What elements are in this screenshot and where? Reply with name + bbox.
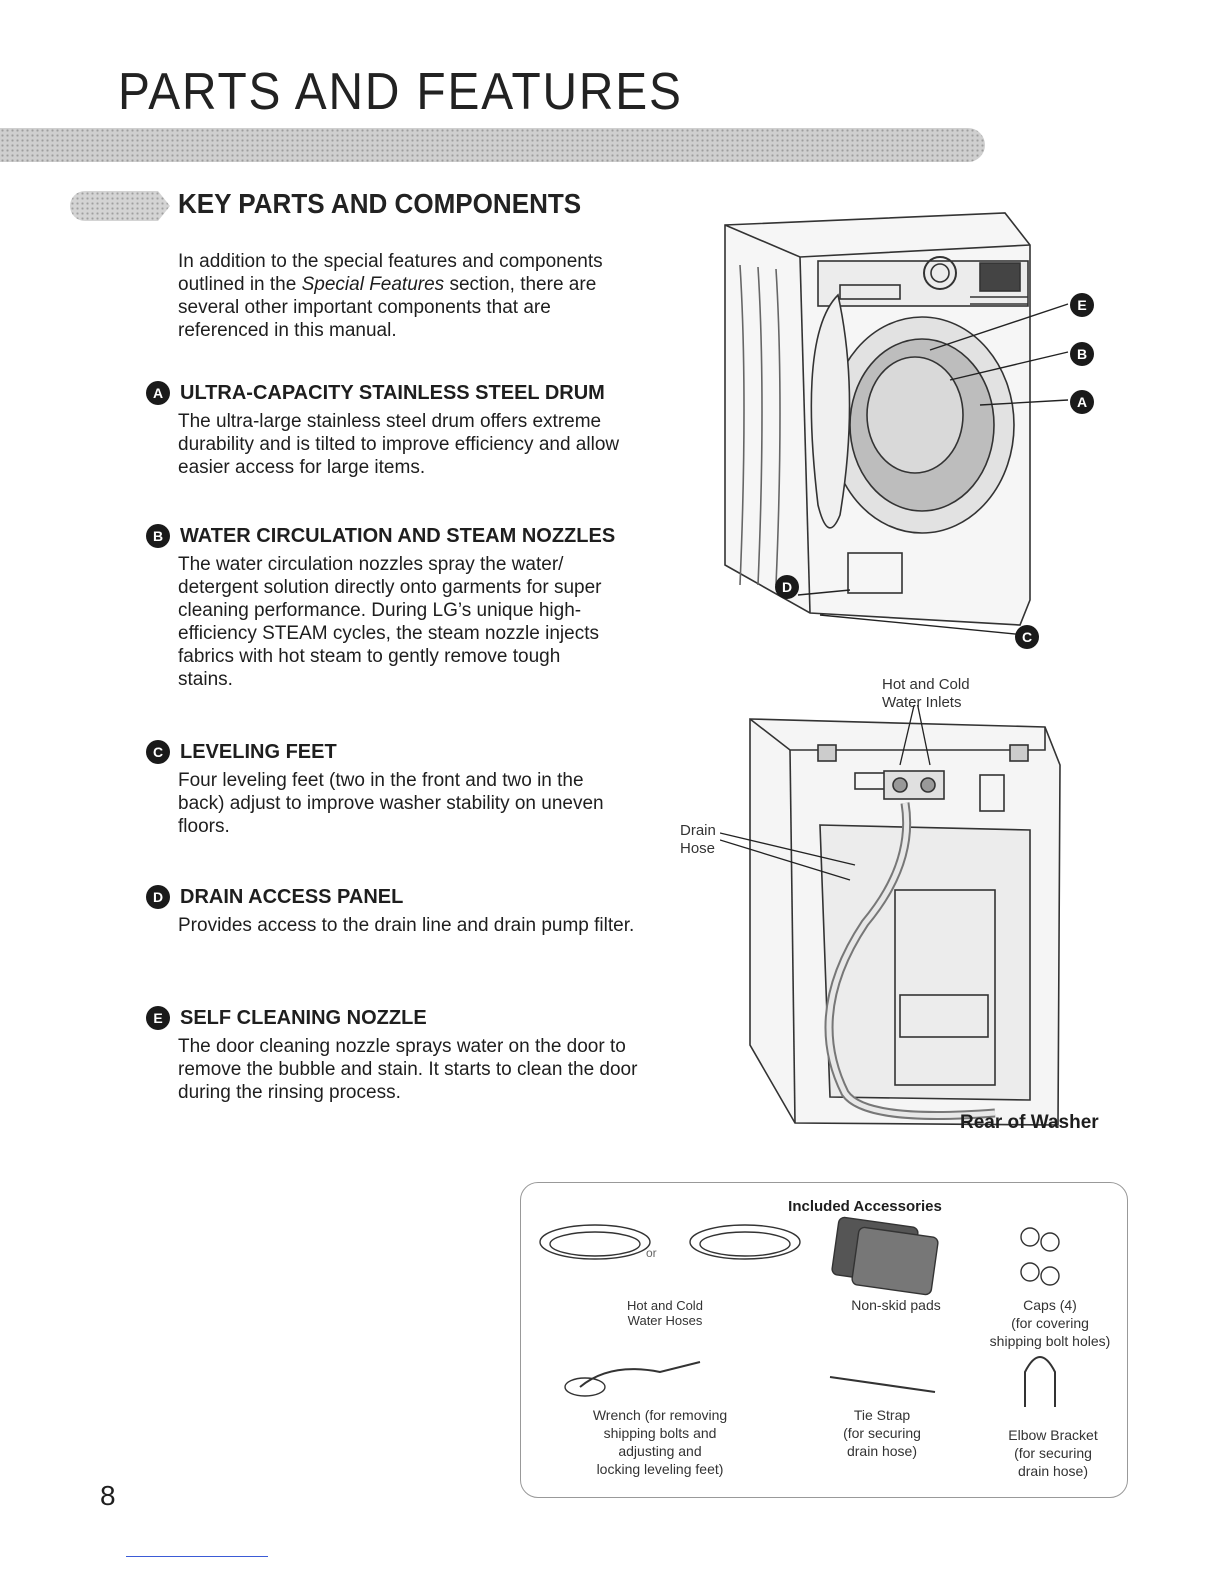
callout-a-icon: A <box>1070 390 1094 414</box>
label-line: drain hose) <box>846 1443 918 1459</box>
wrench-label: Wrench (for removing shipping bolts and … <box>570 1406 750 1478</box>
title-underline-bar <box>0 128 985 162</box>
inlets-label-line: Water Inlets <box>882 694 962 711</box>
page-title: PARTS AND FEATURES <box>118 63 683 121</box>
section-title: KEY PARTS AND COMPONENTS <box>178 188 582 219</box>
label-line: drain hose) <box>1017 1463 1089 1479</box>
inlets-label-line: Hot and Cold <box>882 676 970 693</box>
front-callout-lines <box>797 303 1069 636</box>
badge-a-icon: A <box>146 381 170 405</box>
accessories-title: Included Accessories <box>788 1198 942 1215</box>
hoses-label: Hot and Cold Water Hoses <box>580 1298 750 1328</box>
elbow-bracket-label: Elbow Bracket (for securing drain hose) <box>983 1426 1123 1480</box>
rear-of-washer-caption: Rear of Washer <box>960 1112 1099 1133</box>
intro-text-start: In addition to the special features and … <box>178 251 603 295</box>
item-title: ULTRA-CAPACITY STAINLESS STEEL DRUM <box>180 381 605 404</box>
rear-washer-illustration <box>720 705 1061 1126</box>
item-drain-access-panel: D DRAIN ACCESS PANEL Provides access to … <box>146 882 666 937</box>
drain-label-line: Drain <box>680 822 716 839</box>
label-line: Hot and Cold <box>627 1298 703 1313</box>
label-line: Elbow Bracket <box>1008 1427 1098 1443</box>
label-line: (for securing <box>843 1425 921 1441</box>
label-line: Caps (4) <box>1023 1297 1077 1313</box>
page-number: 8 <box>100 1480 116 1511</box>
item-drum: A ULTRA-CAPACITY STAINLESS STEEL DRUM Th… <box>146 378 666 479</box>
label-line: Tie Strap <box>853 1407 911 1423</box>
label-line: Wrench (for removing <box>592 1407 728 1423</box>
label-line: locking leveling feet) <box>596 1461 724 1477</box>
item-description: The door cleaning nozzle sprays water on… <box>178 1036 638 1103</box>
item-nozzles: B WATER CIRCULATION AND STEAM NOZZLES Th… <box>146 521 666 691</box>
non-skid-pads-label: Non-skid pads <box>826 1296 966 1314</box>
badge-e-icon: E <box>146 1006 170 1030</box>
item-description: The water circulation nozzles spray the … <box>178 554 602 690</box>
drain-hose-label: Drain Hose <box>680 822 716 858</box>
item-self-cleaning-nozzle: E SELF CLEANING NOZZLE The door cleaning… <box>146 1003 666 1104</box>
badge-d-icon: D <box>146 885 170 909</box>
item-title: SELF CLEANING NOZZLE <box>180 1006 427 1029</box>
accessories-illustrations <box>539 1216 1060 1407</box>
front-washer-illustration <box>724 212 1031 626</box>
drain-label-line: Hose <box>680 840 716 857</box>
intro-text-end: section, there are several other importa… <box>178 274 597 341</box>
inlets-label: Hot and Cold Water Inlets <box>882 676 970 712</box>
callout-e-icon: E <box>1070 293 1094 317</box>
item-description: The ultra-large stainless steel drum off… <box>178 411 620 478</box>
item-leveling-feet: C LEVELING FEET Four leveling feet (two … <box>146 737 666 838</box>
tie-strap-label: Tie Strap (for securing drain hose) <box>812 1406 952 1460</box>
badge-b-icon: B <box>146 524 170 548</box>
item-description: Four leveling feet (two in the front and… <box>178 770 604 837</box>
or-separator: or <box>646 1246 657 1260</box>
label-line: adjusting and <box>618 1443 702 1459</box>
label-line: (for covering <box>1011 1315 1089 1331</box>
label-line: Water Hoses <box>627 1313 703 1328</box>
item-description: Provides access to the drain line and dr… <box>178 915 635 936</box>
label-line: shipping bolt holes) <box>989 1333 1111 1349</box>
footer-rule <box>126 1556 268 1557</box>
section-intro: In addition to the special features and … <box>178 250 628 342</box>
intro-special-features-ref: Special Features <box>301 274 445 295</box>
item-title: DRAIN ACCESS PANEL <box>180 885 404 908</box>
accessories-panel <box>520 1182 1128 1498</box>
callout-d-icon: D <box>775 575 799 599</box>
caps-label: Caps (4) (for covering shipping bolt hol… <box>970 1296 1130 1350</box>
callout-c-icon: C <box>1015 625 1039 649</box>
item-title: LEVELING FEET <box>180 740 337 763</box>
badge-c-icon: C <box>146 740 170 764</box>
item-title: WATER CIRCULATION AND STEAM NOZZLES <box>180 524 616 547</box>
callout-b-icon: B <box>1070 342 1094 366</box>
section-marker-icon <box>70 191 170 221</box>
label-line: shipping bolts and <box>603 1425 717 1441</box>
label-line: (for securing <box>1014 1445 1092 1461</box>
label-line: Non-skid pads <box>851 1297 941 1313</box>
